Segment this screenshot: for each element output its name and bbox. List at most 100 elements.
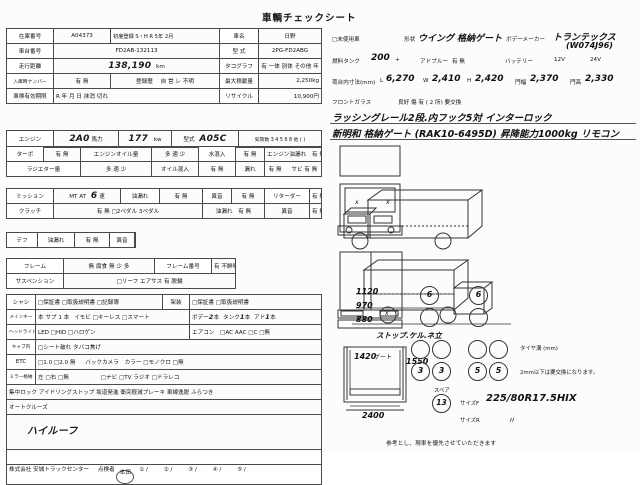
inspector-stamp: 本田: [116, 470, 135, 484]
mission-noise-value: 有 無: [231, 188, 265, 204]
gate-height-label: 門高: [570, 80, 582, 86]
table-row: シャシ □保証書 □取扱説明書 □記録簿 架装 □保証書 □取扱説明書: [6, 294, 322, 310]
diff-oil-leak-label: 油漏れ: [37, 232, 75, 248]
cabin-label: キャブ内: [6, 339, 36, 355]
inner-dimension-label: 荷台内寸法(mm): [332, 80, 376, 86]
diff-oil-leak-value: 有 無: [74, 232, 110, 248]
mileage-label: 走行距離: [6, 58, 54, 74]
chassis-no-label: 車台番号: [6, 43, 54, 59]
frame-no-label: フレーム番号: [154, 258, 212, 274]
clutch-value: 有 無 □2ペダル 3ペダル: [53, 203, 203, 219]
table-row: 入庫時ナンバー 有 無 登録歴 自 営 レ 不明 最大積載量 2,250kg: [6, 73, 322, 89]
tacho-label: タコグラフ: [219, 58, 259, 74]
table-row: 車検有効期限 R 年 月 日 抹消 切れ リサイクル 10,900円: [6, 88, 322, 104]
max-load-value: 2,250kg: [258, 73, 322, 89]
mission-noise-label: 異音: [202, 188, 232, 204]
battery-label: バッテリー: [505, 59, 533, 65]
body-docs-label: 架装: [162, 294, 190, 310]
front-glass-value: 良好 傷 有 ( 2 所) 要交換: [398, 100, 462, 106]
replace-note: 2mm以下は要交換になります。: [520, 370, 599, 376]
body-maker-label: ボデーメーカー: [506, 37, 545, 43]
table-row: ETC □1.0 □2.0 無 バックカメラ カラー □モノクロ □無: [6, 354, 322, 370]
tire-rear-6: 3: [432, 362, 451, 381]
mission-table: ミッション MT AT 6 速 油漏れ 有 無 異音 有 無 リターダー 有 無…: [6, 188, 322, 219]
tire-front-right: 6: [469, 286, 488, 305]
note-underline-1: [330, 123, 636, 124]
engine-power: 177 kw: [118, 130, 172, 148]
mission-type: MT AT 6 速: [53, 188, 121, 204]
tire-rear-4: [489, 340, 508, 359]
engine-oil-leak: エンジン油漏れ 有 無: [264, 146, 322, 162]
radiator-value: 多 適 少: [80, 161, 152, 177]
clutch-noise-label: 異音: [264, 203, 310, 219]
body-docs-value: □保証書 □取扱説明書: [189, 294, 322, 310]
tire-rear-3: [468, 340, 487, 359]
clutch-noise-value: 有 無: [309, 203, 322, 219]
tire-rear-2: [432, 340, 451, 359]
chassis-docs-value: □保証書 □取扱説明書 □記録簿: [35, 294, 163, 310]
table-row: ミッション MT AT 6 速 油漏れ 有 無 異音 有 無 リターダー 有 無: [6, 188, 322, 204]
bottom-note: 参考とし、現車を優先させていただきます: [386, 441, 497, 447]
tire-spare: 13: [432, 394, 451, 413]
front-mark-x-left: x: [354, 199, 359, 206]
table-row: メインキー 本 サブ 1 本 イモビ □キーレス □スマート ボデー2本 タンク…: [6, 309, 322, 325]
table-row: ターボ 有 無 エンジンオイル量 多 適 少 水混入 有 無 エンジン油漏れ 有…: [6, 146, 322, 162]
footer-row: 株式会社 安城トラックセンター 点検者 本田 ① / ② / ③ / ④ / ⑤…: [6, 464, 322, 485]
table-row: 集中ロック アイドリングストップ 坂道発進 衝突軽減ブレーキ 車線逸脱 ふらつき: [6, 384, 322, 400]
dimension-gate-bottom: 2400: [362, 411, 385, 420]
battery-24v: 24V: [590, 57, 601, 63]
max-load-label: 最大積載量: [219, 73, 259, 89]
diff-table: デフ 油漏れ 有 無 異音 有 無: [6, 232, 136, 248]
mirror-label: ミラー格納: [6, 369, 36, 385]
battery-12v: 12V: [554, 57, 565, 63]
vehicle-diagrams: 1420 1550 2400 1120 970 880 x x x ストップ.ケ…: [337, 145, 511, 420]
front-mark-x-door: x: [384, 310, 389, 317]
handwritten-note-1: ラッシングレール2段.内フック5対 インターロック: [332, 113, 552, 124]
retarder-label: リターダー: [264, 188, 310, 204]
inner-L-value: 6,270: [386, 74, 415, 84]
safety-features-row: 集中ロック アイドリングストップ 坂道発進 衝突軽減ブレーキ 車線逸脱 ふらつき: [6, 384, 322, 400]
cruise-control-row: オートクルーズ: [6, 399, 322, 415]
recycle-label: リサイクル: [219, 88, 259, 104]
inspection-value: R 年 月 日 抹消 切れ: [53, 88, 220, 104]
cabin-value: □シート破れ タバコ焦げ: [35, 339, 322, 355]
stopper-note: ストップ.ケル.ネ立: [376, 331, 443, 340]
oil-mix-value: 有 無: [198, 161, 236, 177]
table-row: ミラー格納 左 □右 □無 □ナビ □TV ラジオ □ドラレコ: [6, 369, 322, 385]
tire-rear-1: [411, 340, 430, 359]
mainkey-label: メインキー: [6, 309, 36, 325]
remarks-cell: ハイルーフ: [6, 414, 322, 450]
inner-H-label: H: [467, 78, 472, 84]
size-front-label: サイズF: [460, 401, 480, 407]
engine-table: エンジン 2A0 馬力 177 kw 型式 A05C 気筒数 3 4 5 6 8…: [6, 130, 322, 148]
frame-value: 無 腐食 無 少 多: [63, 258, 155, 274]
size-rear-label: サイズR: [460, 418, 480, 424]
inner-W-value: 2,410: [432, 74, 461, 84]
tire-rear-8: 5: [489, 362, 508, 381]
dimension-height-3: 880: [356, 315, 373, 324]
table-row: ラジエター量 多 適 少 オイル混入 有 無 漏れ 有 無 サビ 有 無: [6, 161, 322, 177]
dimension-gate-left: 1420: [354, 352, 377, 361]
front-glass-label: フロントガラス: [332, 100, 372, 106]
table-row: ハイルーフ: [6, 414, 322, 450]
mileage-value: 138,190 km: [53, 58, 220, 74]
gate-width-label: 門幅: [515, 80, 527, 86]
aircon-row: エアコン □AC AAC □C □無: [189, 324, 322, 340]
frame-label: フレーム: [6, 258, 64, 274]
water-mix-value: 有 無: [235, 146, 265, 162]
suspension-value: □リーフ エアサス 有 脱輪: [63, 273, 236, 289]
fuel-tank-plus: +: [395, 57, 400, 63]
mainkey-value: 本 サブ 1 本 イモビ □キーレス □スマート: [35, 309, 190, 325]
note-underline-2: [330, 139, 636, 140]
engine-condition-table: ターボ 有 無 エンジンオイル量 多 適 少 水混入 有 無 エンジン油漏れ 有…: [6, 146, 322, 177]
table-row: デフ 油漏れ 有 無 異音 有 無: [6, 232, 136, 248]
unused-vehicle-checkbox[interactable]: □未使用車: [332, 37, 360, 43]
table-row: 在庫番号 A04373 初度登録 S・H R 5年 2月 車名 日野: [6, 28, 322, 44]
body-maker-value: トランテックス: [553, 33, 616, 43]
adblue-value: 有 無: [452, 59, 465, 65]
mirror-av-value: 左 □右 □無 □ナビ □TV ラジオ □ドラレコ: [35, 369, 322, 385]
headlight-label: ヘッドライト: [6, 324, 36, 340]
table-row: サスペンション □リーフ エアサス 有 脱輪: [6, 273, 236, 289]
tread-label: タイヤ溝 (mm): [520, 346, 558, 352]
tire-front-left: 6: [420, 286, 439, 305]
